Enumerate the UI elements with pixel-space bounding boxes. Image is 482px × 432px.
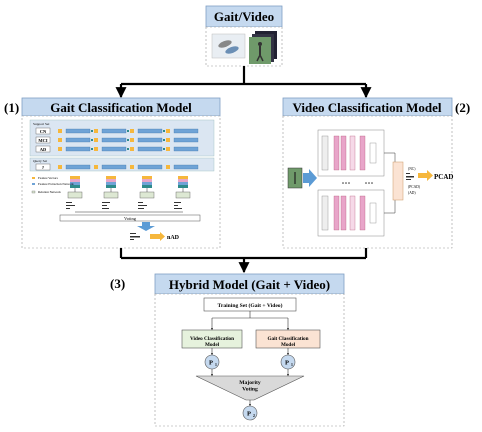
gait-panel-number: (1) bbox=[4, 100, 19, 115]
relation-networks bbox=[66, 176, 191, 209]
gait-classification-panel: (1) Gait Classification Model Support Se… bbox=[4, 97, 221, 249]
hybrid-panel-title: Hybrid Model (Gait + Video) bbox=[169, 277, 330, 292]
svg-text:P: P bbox=[247, 411, 251, 418]
video-fusion-block bbox=[392, 161, 404, 201]
svg-text:P: P bbox=[209, 360, 213, 367]
hybrid-p1-right: P 1 bbox=[280, 354, 296, 370]
video-panel-title: Video Classification Model bbox=[292, 100, 441, 115]
legend-feature-vectors: Feature Vectors bbox=[38, 176, 59, 180]
video-classification-panel: Video Classification Model (2) bbox=[282, 97, 470, 249]
support-class-mci: MCI bbox=[35, 136, 51, 144]
gait-panel-title: Gait Classification Model bbox=[50, 100, 192, 115]
bottom-connector bbox=[119, 248, 368, 274]
video-input-arrow-icon bbox=[303, 169, 317, 187]
svg-text:1: 1 bbox=[215, 363, 217, 367]
svg-text:(PCAD): (PCAD) bbox=[408, 185, 421, 189]
support-class-ad: AD bbox=[35, 145, 51, 153]
svg-text:(AD): (AD) bbox=[408, 191, 416, 195]
svg-text:2: 2 bbox=[253, 414, 255, 418]
gait-video-input: Gait/Video bbox=[205, 5, 283, 67]
gait-video-title: Gait/Video bbox=[214, 9, 274, 24]
query-set-label: Query Set bbox=[33, 159, 47, 163]
svg-text:(NC): (NC) bbox=[408, 167, 416, 171]
legend-feature-extraction: Feature Extraction Network bbox=[38, 182, 74, 186]
video-stream-top bbox=[317, 129, 385, 177]
video-output-arrow-icon bbox=[418, 170, 433, 181]
video-panel-number: (2) bbox=[455, 100, 470, 115]
video-output: (NC) (PCAD) (AD) PCAD bbox=[406, 167, 453, 195]
training-set-label: Training Set (Gait + Video) bbox=[218, 302, 283, 309]
gait-voting-label: Voting bbox=[124, 216, 137, 221]
svg-text:P: P bbox=[285, 360, 289, 367]
hybrid-panel-number: (3) bbox=[110, 276, 125, 291]
svg-text:MCI: MCI bbox=[38, 138, 47, 143]
support-class-cn: CN bbox=[35, 127, 51, 135]
hybrid-p1-left: P 1 bbox=[204, 354, 220, 370]
gait-output-arrow-icon bbox=[150, 232, 165, 241]
query-feature-row bbox=[65, 164, 199, 170]
gait-mat-image bbox=[211, 33, 246, 59]
video-stream-bottom bbox=[317, 189, 385, 237]
legend-relation-network: Relation Network bbox=[38, 190, 61, 194]
support-set-label: Support Set bbox=[33, 122, 49, 126]
query-class: ? bbox=[35, 163, 51, 171]
gait-voting-bar bbox=[59, 214, 201, 222]
majority-voting-funnel bbox=[195, 375, 305, 401]
video-output-label: PCAD bbox=[434, 173, 453, 181]
gait-down-arrow-icon bbox=[137, 222, 155, 231]
hybrid-p-final: P 2 bbox=[242, 405, 258, 421]
top-connector bbox=[115, 66, 372, 99]
svg-text:?: ? bbox=[42, 165, 44, 170]
video-ellipsis bbox=[342, 182, 373, 184]
svg-text:1: 1 bbox=[291, 363, 293, 367]
svg-text:CN: CN bbox=[40, 129, 47, 134]
hybrid-model-panel: (3) Hybrid Model (Gait + Video) Training… bbox=[110, 273, 345, 427]
gait-legend: Feature Vectors Feature Extraction Netwo… bbox=[31, 176, 74, 194]
gait-output-label: nAD bbox=[167, 235, 180, 241]
support-feature-rows bbox=[58, 128, 199, 152]
svg-text:AD: AD bbox=[40, 147, 47, 152]
